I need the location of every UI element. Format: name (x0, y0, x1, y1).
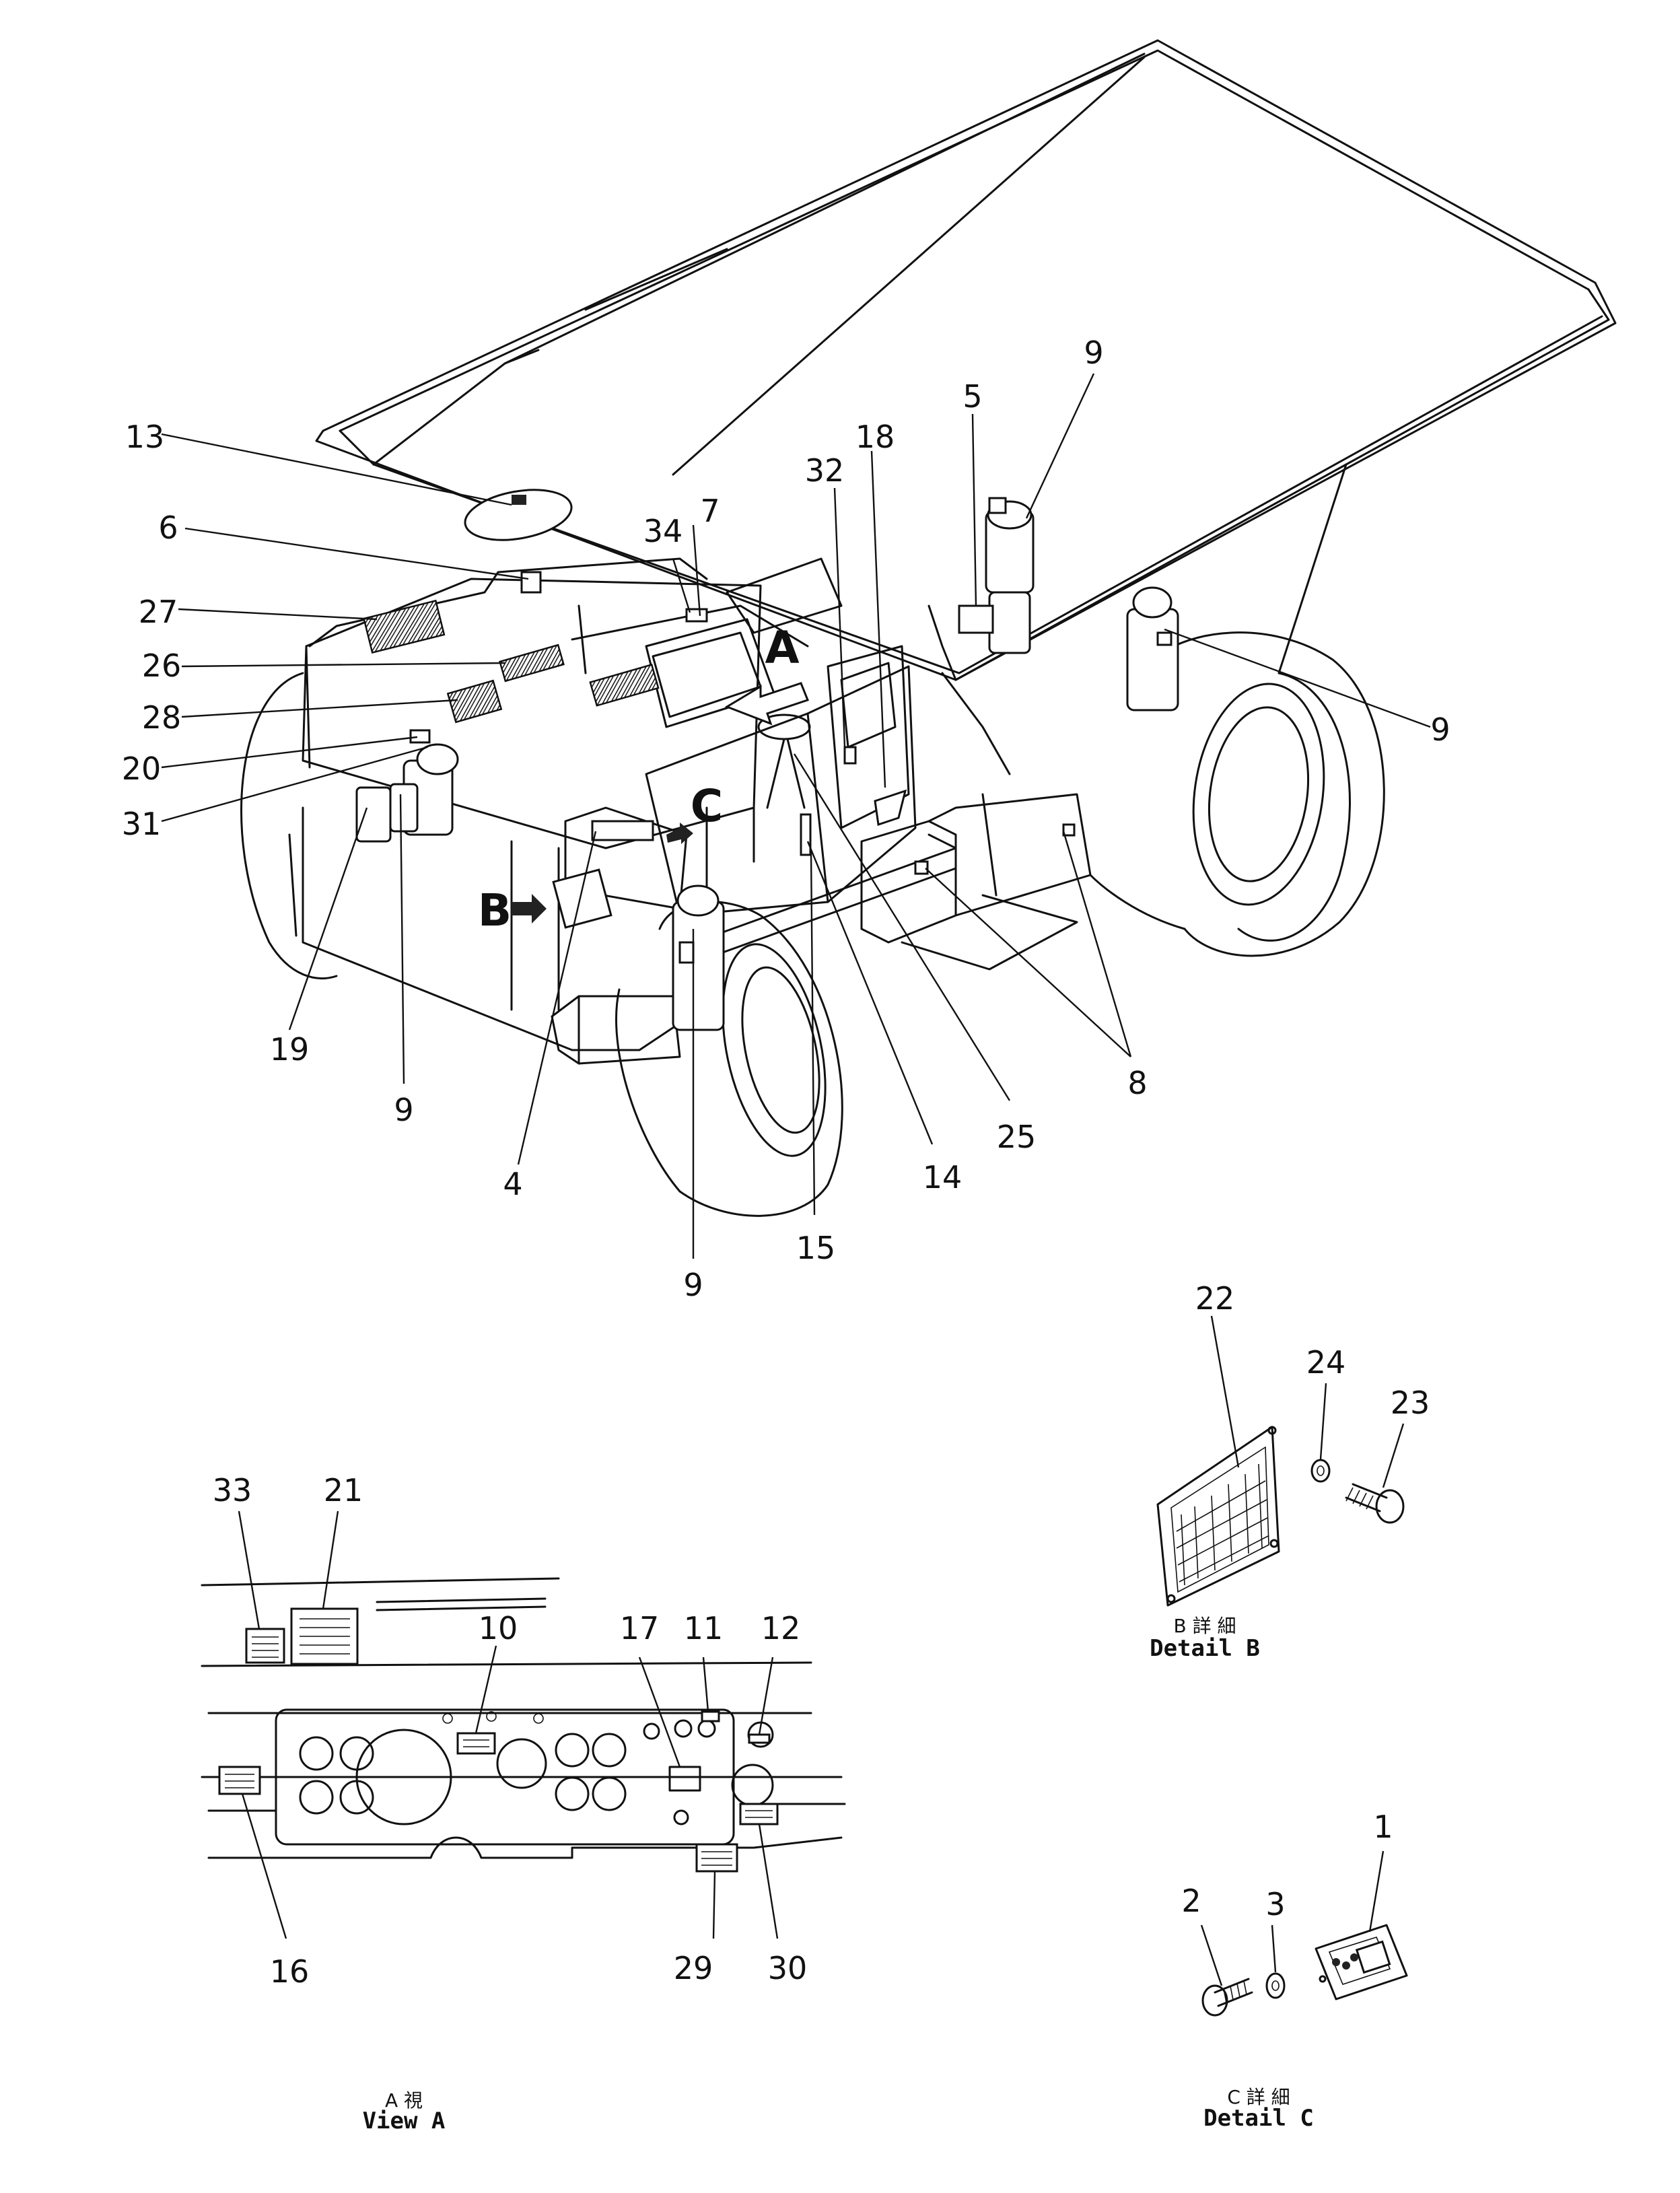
callout-14: 14 (923, 1159, 963, 1195)
callout-18: 18 (855, 419, 895, 455)
callout-28: 28 (142, 699, 182, 736)
machine-decals (363, 489, 1172, 964)
callout-16: 16 (270, 1953, 310, 1990)
dump-truck-illustration: A B C (240, 39, 1617, 1217)
callout-2: 2 (1181, 1883, 1201, 1919)
captions: A 視 View A B 詳 細 Detail B C 詳 細 Detail C (363, 1615, 1314, 2134)
cab-and-hood (288, 557, 1092, 1065)
callout-29: 29 (674, 1950, 713, 1986)
callout-21: 21 (324, 1472, 363, 1508)
callout-23: 23 (1391, 1385, 1430, 1421)
detail-c-plate (1200, 1850, 1408, 2017)
callout-30: 30 (768, 1950, 808, 1986)
callout-4: 4 (503, 1166, 522, 1202)
wheels (240, 631, 1385, 1217)
callout-8: 8 (1127, 1065, 1147, 1101)
callout-9-right: 9 (1430, 711, 1450, 748)
callout-6: 6 (158, 510, 178, 546)
caption-detail-c-jp: C 詳 細 (1227, 2086, 1290, 2108)
callout-32: 32 (805, 452, 845, 489)
view-a-arrow (724, 682, 809, 726)
callout-22: 22 (1195, 1280, 1235, 1317)
view-a-panel (201, 1510, 846, 1939)
callout-19: 19 (270, 1031, 310, 1068)
suspension-cylinders (355, 500, 1179, 1031)
callout-3: 3 (1265, 1886, 1285, 1922)
callout-9-bottom: 9 (683, 1267, 703, 1303)
view-marker-a: A (765, 622, 799, 674)
callout-13: 13 (125, 419, 165, 455)
caption-detail-b-en: Detail B (1150, 1635, 1260, 1662)
leader-lines (161, 373, 1431, 1259)
callout-10: 10 (479, 1610, 518, 1646)
callout-31: 31 (122, 806, 162, 842)
callout-24: 24 (1306, 1344, 1346, 1381)
callout-26: 26 (142, 648, 182, 684)
callout-25: 25 (997, 1119, 1037, 1155)
view-b-arrow (512, 894, 547, 924)
callout-5: 5 (963, 378, 982, 415)
callout-34: 34 (643, 513, 683, 549)
dump-body (315, 39, 1617, 775)
caption-detail-c-en: Detail C (1203, 2105, 1314, 2132)
caption-view-a-jp: A 視 (385, 2089, 423, 2112)
view-marker-b: B (478, 884, 512, 936)
caption-view-a-en: View A (363, 2108, 446, 2134)
callout-11: 11 (684, 1610, 724, 1646)
detail-b-plate (1156, 1315, 1405, 1607)
callout-33: 33 (213, 1472, 252, 1508)
callout-9-top: 9 (1084, 335, 1103, 371)
callout-numbers: 13 6 27 26 28 20 31 19 9 4 9 15 14 25 8 … (122, 335, 1450, 1990)
callout-9-left: 9 (394, 1092, 413, 1128)
view-marker-c: C (691, 780, 723, 832)
callout-20: 20 (122, 751, 162, 787)
callout-17: 17 (620, 1610, 660, 1646)
callout-27: 27 (139, 594, 178, 630)
callout-1: 1 (1373, 1809, 1393, 1845)
callout-12: 12 (761, 1610, 801, 1646)
caption-detail-b-jp: B 詳 細 (1173, 1615, 1236, 1637)
view-c-arrow (666, 823, 693, 844)
callout-15: 15 (796, 1230, 836, 1266)
callout-7: 7 (700, 493, 720, 529)
